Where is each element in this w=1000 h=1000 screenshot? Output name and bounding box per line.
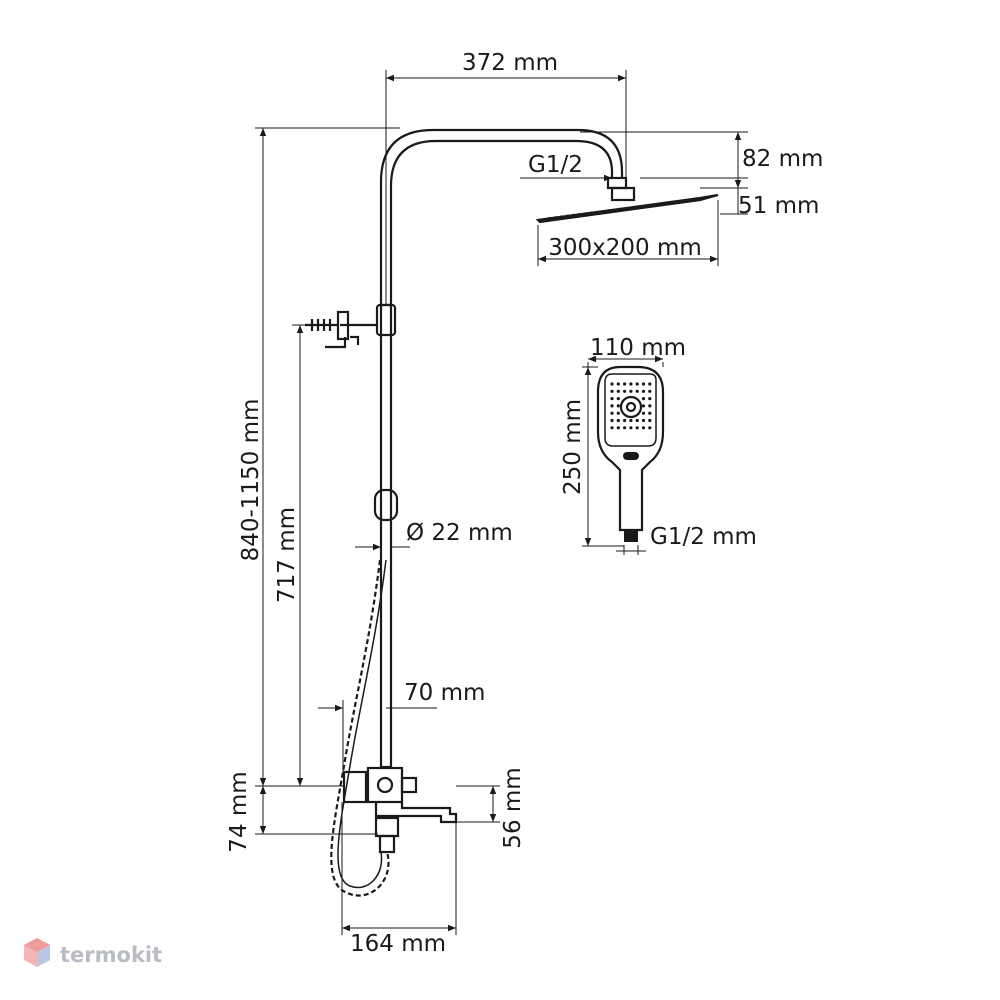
nozzle-dot (610, 418, 614, 423)
mixer-valve (342, 766, 458, 854)
dimension-head-size: 300x200 mm (548, 235, 702, 261)
rain-shower-head (535, 176, 719, 224)
nozzle-dot (623, 426, 627, 430)
watermark-brand: termokit (60, 943, 162, 967)
nozzle-dot (635, 418, 639, 423)
termokit-watermark: termokit (24, 938, 162, 967)
dimension-holder-height: 717 mm (274, 507, 300, 603)
nozzle-dot (610, 397, 614, 401)
dimension-hand-shower-length: 250 mm (560, 399, 586, 495)
nozzle-dot (641, 382, 646, 386)
dimension-hand-shower-width: 110 mm (590, 335, 686, 361)
nozzle-dot (616, 389, 620, 393)
nozzle-dot (629, 389, 633, 393)
nozzle-dot (641, 389, 646, 393)
nozzle-dot (616, 426, 620, 430)
nozzle-dot (635, 389, 639, 393)
nozzle-dot (623, 389, 627, 393)
nozzle-dot (648, 397, 652, 401)
nozzle-dot (616, 382, 620, 386)
nozzle-dot (641, 418, 646, 423)
dimension-hand-shower-thread: G1/2 mm (650, 524, 757, 550)
termokit-logo-icon (24, 938, 50, 967)
nozzle-dot (629, 382, 633, 386)
flexible-hose (330, 559, 390, 897)
nozzle-dot (648, 426, 652, 430)
nozzle-dot (610, 404, 614, 408)
dimension-head-thickness: 51 mm (738, 193, 819, 219)
nozzle-dot (635, 426, 639, 430)
nozzle-dot (616, 397, 620, 401)
nozzle-dot (648, 404, 652, 408)
nozzle-dot (648, 411, 652, 415)
nozzle-dot (610, 411, 614, 415)
nozzle-dot (610, 426, 614, 430)
shower-riser-pipe (373, 303, 399, 769)
dimension-total-height: 840-1150 mm (238, 399, 264, 562)
nozzle-dot (616, 404, 620, 408)
nozzle-dot (641, 404, 646, 408)
dimension-pipe-diameter: Ø 22 mm (406, 520, 513, 546)
nozzle-dot (635, 382, 639, 386)
hand-shower (596, 365, 665, 542)
nozzle-dot (610, 389, 614, 393)
nozzle-dot (623, 418, 627, 423)
spray-nozzles (610, 382, 652, 430)
overhead-shower-arm (379, 128, 624, 305)
nozzle-dot (648, 389, 652, 393)
nozzle-dot (641, 426, 646, 430)
nozzle-dot (641, 397, 646, 401)
nozzle-dot (648, 382, 652, 386)
dimension-spout-length: 164 mm (350, 931, 446, 957)
nozzle-dot (629, 426, 633, 430)
wall-bracket (305, 310, 377, 349)
nozzle-dot (641, 411, 646, 415)
nozzle-dot (616, 418, 620, 423)
nozzle-dot (616, 411, 620, 415)
nozzle-dot (623, 382, 627, 386)
dimension-head-height: 82 mm (742, 146, 823, 172)
dimension-arm-reach: 372 mm (462, 50, 558, 76)
dimension-spout-drop: 56 mm (500, 767, 526, 848)
dimension-head-thread: G1/2 (528, 152, 583, 178)
nozzle-dot (629, 418, 633, 423)
dimension-mixer-height: 74 mm (226, 771, 252, 852)
nozzle-dot (648, 418, 652, 423)
dimension-pipe-offset: 70 mm (404, 680, 485, 706)
nozzle-dot (610, 382, 614, 386)
